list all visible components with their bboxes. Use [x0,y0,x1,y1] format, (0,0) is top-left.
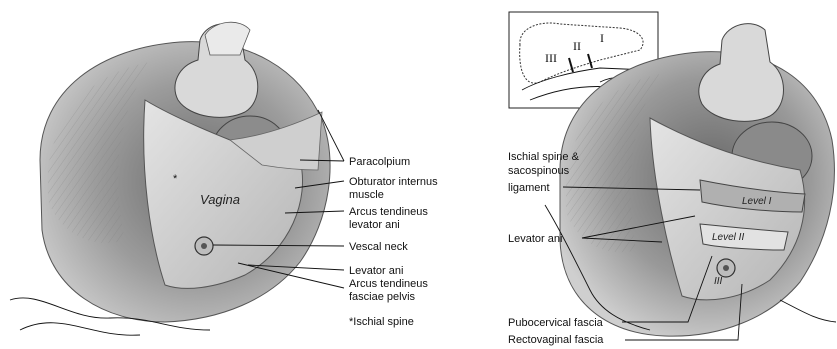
left-panel: Vagina * Paracolpium Obturator internus … [10,22,438,335]
label-obturator-2: muscle [349,189,384,201]
label-arcus-levator-2: levator ani [349,219,400,231]
label-ischial-spine: Ischial spine & [508,151,580,163]
label-arcus-fasciae-2: fasciae pelvis [349,291,416,303]
label-pubocervical: Pubocervical fascia [508,317,604,329]
footnote-ischial-spine: *Ischial spine [349,316,414,328]
right-floor-strand [780,300,836,322]
label-paracolpium: Paracolpium [349,156,410,168]
right-panel: III II I Level I Level II III Isc [508,12,836,346]
level-2-label: Level II [712,232,744,243]
vagina-label: Vagina [200,192,240,207]
left-urethra-lumen [201,243,207,249]
label-ischial-spine-3: ligament [508,182,550,194]
label-obturator: Obturator internus [349,176,438,188]
inset-level-III: III [545,51,557,65]
inset-level-II: II [573,39,581,53]
label-vescal-neck: Vescal neck [349,241,408,253]
level-1-label: Level I [742,196,772,207]
right-uterus-stump [699,24,784,122]
label-arcus-fasciae: Arcus tendineus [349,278,428,290]
ischial-spine-asterisk: * [173,173,178,185]
right-urethra-lumen [723,265,729,271]
label-levator-ani: Levator ani [349,265,403,277]
label-arcus-levator: Arcus tendineus [349,206,428,218]
inset-level-I: I [600,31,604,45]
label-rectovaginal: Rectovaginal fascia [508,334,604,346]
left-floor-strand [20,323,140,335]
label-ischial-spine-2: sacospinous [508,165,570,177]
level-3-label: III [714,276,723,287]
label-levator-ani-r: Levator ani [508,233,562,245]
